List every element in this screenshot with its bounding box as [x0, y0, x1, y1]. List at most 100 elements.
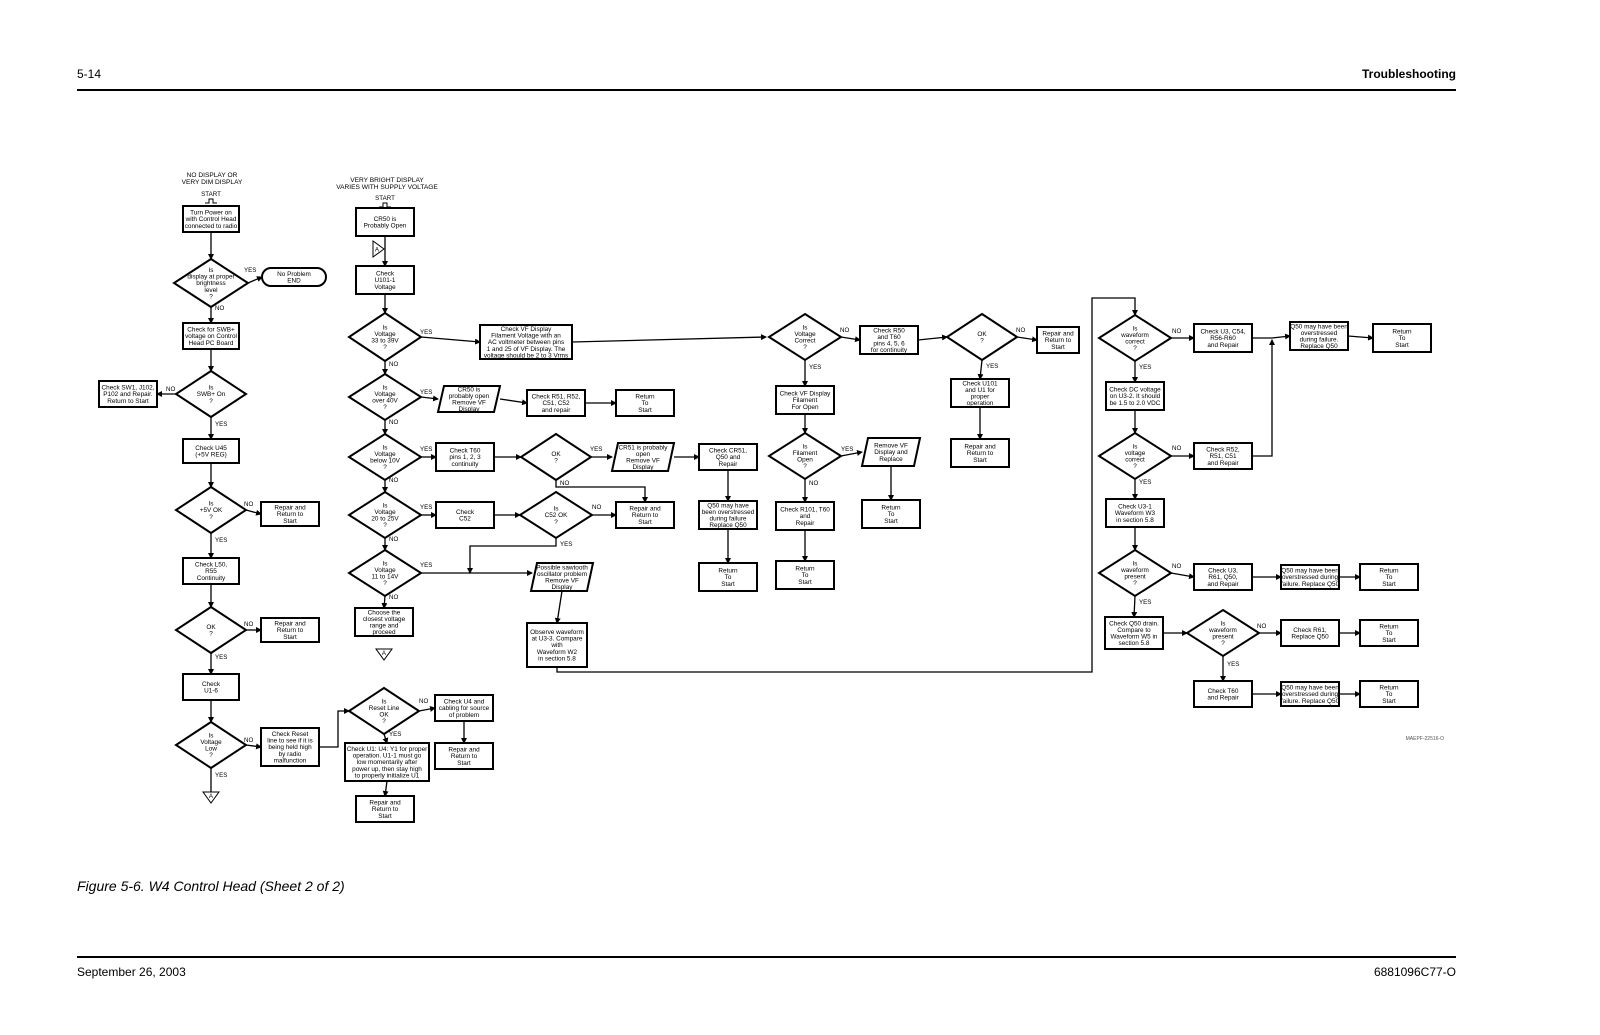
process-box — [479, 324, 573, 360]
decision-diamond — [767, 312, 843, 362]
process-box — [615, 389, 675, 417]
decision-diamond — [347, 432, 423, 482]
process-box — [1280, 564, 1340, 590]
decision-diamond — [347, 686, 421, 736]
no-label: NO — [1016, 327, 1025, 334]
process-box — [182, 322, 240, 350]
yes-label: YES — [1139, 599, 1151, 606]
no-label: NO — [1257, 623, 1266, 630]
decision-diamond — [945, 312, 1019, 362]
flow-node-a11: OK? — [174, 605, 248, 655]
node-text-c3: OK? — [977, 331, 987, 345]
footer-rule — [77, 956, 1456, 958]
process-box — [1105, 498, 1165, 528]
no-label: NO — [1172, 445, 1181, 452]
no-label: NO — [809, 480, 818, 487]
process-box — [260, 727, 320, 767]
decision-diamond — [519, 432, 593, 482]
no-label: NO — [389, 361, 398, 368]
connector — [840, 449, 863, 457]
decision-diamond — [174, 720, 248, 770]
process-box — [1193, 563, 1253, 591]
yes-label: YES — [215, 421, 227, 428]
process-box — [182, 673, 240, 701]
offpage-connector-a-bottom-left: A — [202, 791, 220, 804]
process-box — [950, 378, 1010, 408]
connector-triangle-icon — [202, 791, 220, 804]
connector-letter: A — [375, 247, 380, 254]
process-box — [698, 500, 758, 530]
connector — [840, 336, 861, 343]
start-symbol-icon — [379, 202, 391, 208]
no-label: NO — [1172, 563, 1181, 570]
no-label: NO — [1172, 328, 1181, 335]
footer-doc-number: 6881096C77-O — [1373, 965, 1456, 979]
offpage-connector-a-bottom-mid: A — [375, 648, 393, 661]
connector — [1131, 595, 1138, 618]
process-box — [859, 325, 919, 355]
node-text-d10: Check U3,R61, Q50,and Repair — [1207, 568, 1239, 588]
drawing-reference: MAEPF-22516-O — [1406, 736, 1444, 742]
process-box — [526, 389, 586, 417]
start-label-right: START — [375, 195, 395, 202]
start-label-left: START — [201, 191, 221, 198]
connector — [556, 297, 1138, 673]
decision-diamond — [347, 372, 423, 422]
no-label: NO — [592, 504, 601, 511]
connector — [420, 336, 481, 345]
yes-label: YES — [986, 363, 998, 370]
yes-label: YES — [244, 267, 256, 274]
process-box — [260, 501, 320, 527]
connector — [554, 590, 563, 624]
connector-triangle-icon — [372, 240, 385, 258]
process-box — [435, 442, 495, 472]
process-box — [615, 501, 675, 529]
connector — [420, 395, 439, 402]
process-box — [1359, 563, 1419, 591]
connector — [1016, 336, 1038, 343]
no-label: NO — [389, 419, 398, 426]
decision-diamond — [767, 431, 843, 481]
